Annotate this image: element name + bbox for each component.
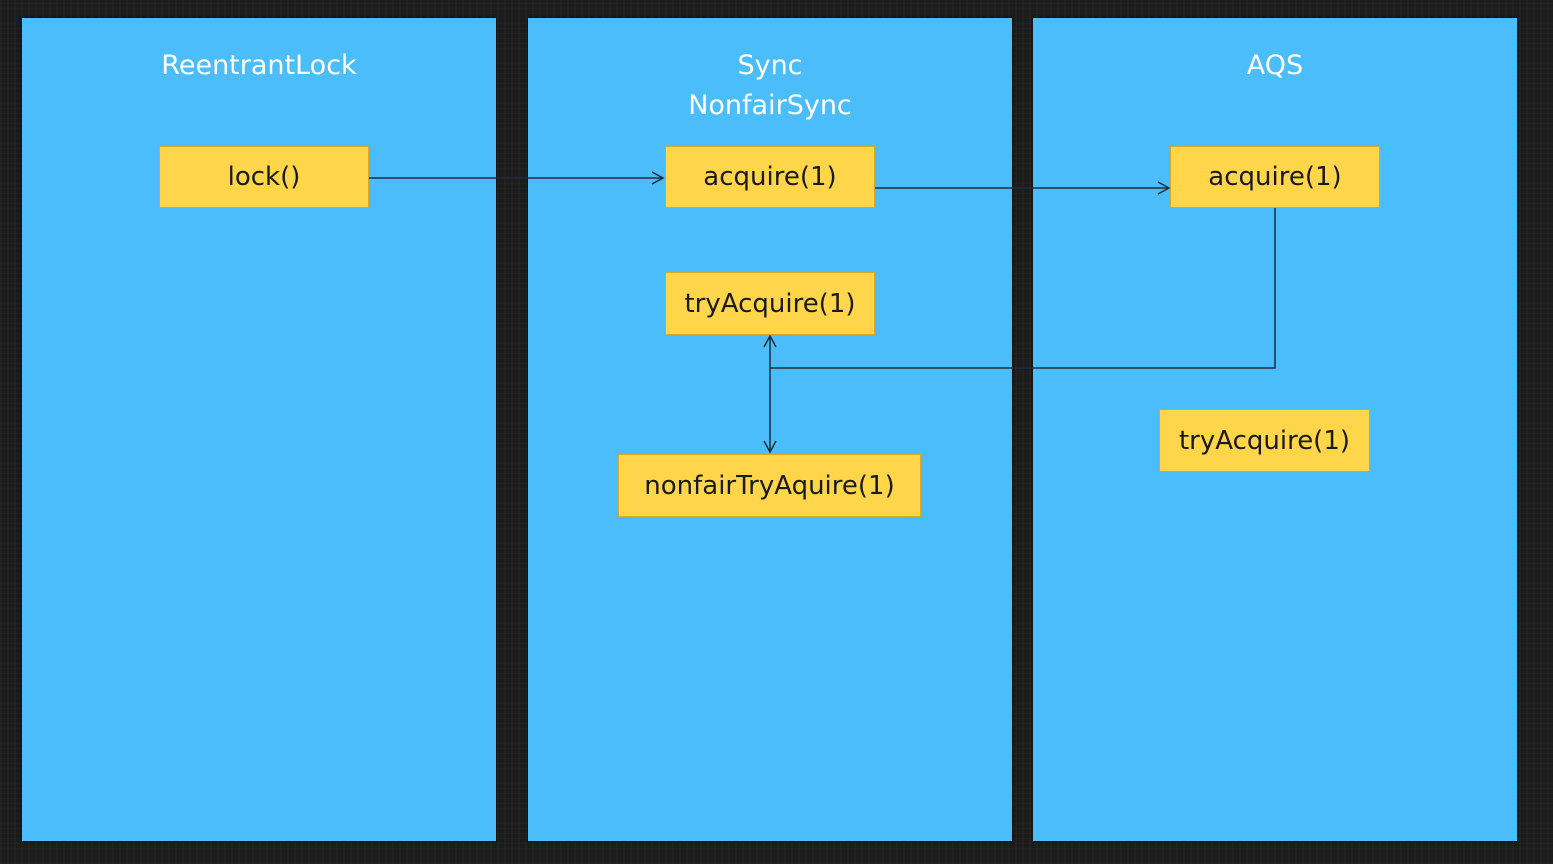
nonfair-tryacquire-box: nonfairTryAquire(1) <box>618 454 921 517</box>
panel-reentrantlock: ReentrantLock <box>22 18 496 841</box>
aqs-tryacquire-box: tryAcquire(1) <box>1159 409 1370 472</box>
panel-title-aqs: AQS <box>1033 46 1517 86</box>
lock-method-box: lock() <box>159 146 369 208</box>
aqs-acquire-box: acquire(1) <box>1170 146 1380 208</box>
sync-tryacquire-box: tryAcquire(1) <box>665 272 875 335</box>
panel-sync: Sync NonfairSync <box>528 18 1012 841</box>
panel-title-line: AQS <box>1246 50 1304 81</box>
panel-title-sync: Sync NonfairSync <box>528 46 1012 126</box>
panel-title-line: Sync <box>737 50 803 81</box>
panel-title-line: ReentrantLock <box>161 50 357 81</box>
sync-acquire-box: acquire(1) <box>665 146 875 208</box>
panel-title-reentrantlock: ReentrantLock <box>22 46 496 86</box>
panel-title-line: NonfairSync <box>688 90 852 121</box>
